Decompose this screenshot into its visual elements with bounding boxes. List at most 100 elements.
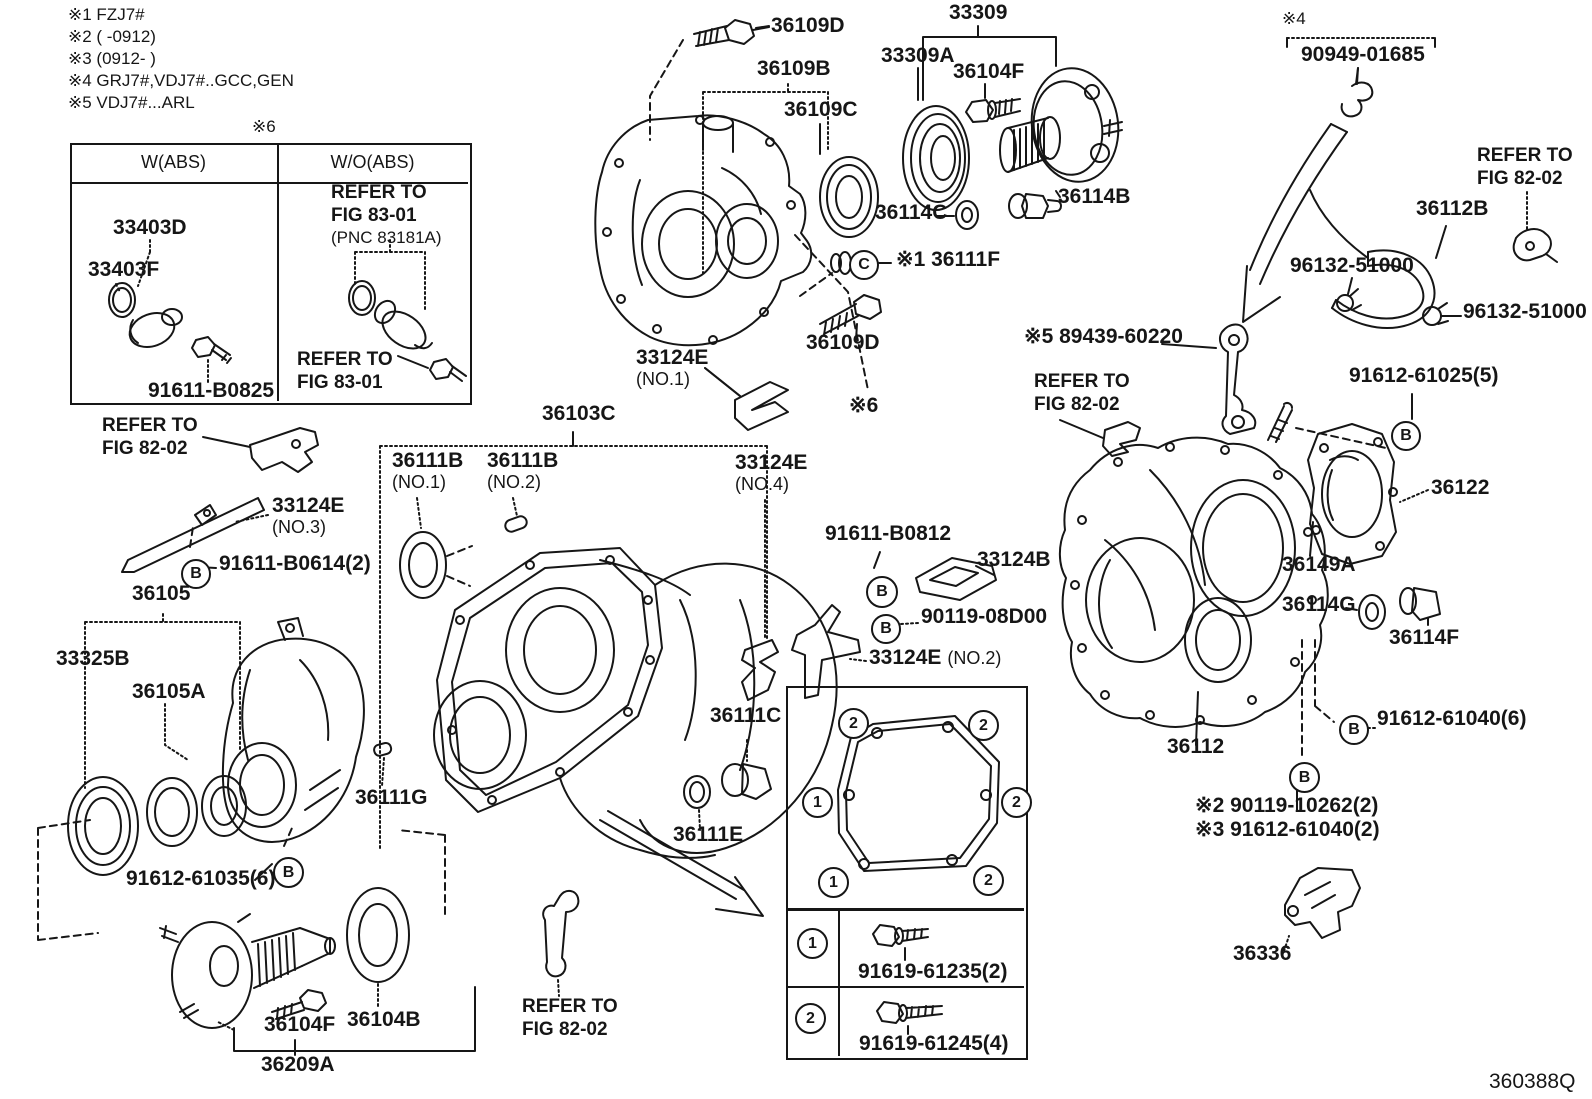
plate-33124b-art — [915, 557, 997, 601]
callout-b-2: B — [866, 576, 898, 608]
gasket-36122-art — [1307, 423, 1429, 565]
part-label-91611-b0812: 91611-B0812 — [825, 522, 952, 545]
part-label-91611-b0825: 91611-B0825 — [148, 379, 275, 402]
part-label-36112b: 36112B — [1416, 197, 1489, 220]
part-label-90949-01685: 90949-01685 — [1301, 43, 1425, 66]
part-label-36109d-a: 36109D — [771, 14, 845, 37]
hose-36112b-art — [1309, 189, 1462, 329]
part-label-36114f: 36114F — [1389, 626, 1460, 649]
part-label-33124e-no2: 33124E(NO.2) — [869, 646, 1002, 669]
abs-table-divider — [277, 143, 279, 401]
callout-b-1: B — [181, 559, 211, 589]
part-label-36114g: 36114G — [1282, 593, 1356, 616]
diagram-code: 360388Q — [1489, 1070, 1576, 1093]
ring-36114g-art — [1345, 587, 1441, 630]
part-label-36111c: 36111C — [710, 704, 782, 727]
note-1: ※1 FZJ7# — [68, 5, 145, 24]
ring-36114c-art — [936, 200, 979, 230]
note-2: ※2 ( -0912) — [68, 27, 156, 46]
part-label-33124e-no3: 33124E(NO.3) — [272, 494, 345, 538]
part-label-36336: 36336 — [1233, 942, 1292, 965]
part-label-36109c: 36109C — [784, 98, 858, 121]
part-label-36103c: 36103C — [542, 402, 616, 425]
front-case-art — [594, 114, 813, 347]
big-arrow-down-right — [599, 810, 764, 917]
note6-mark: ※6 — [849, 394, 879, 417]
part-label-33124e-no4: 33124E(NO.4) — [735, 451, 808, 495]
part-label-36105a: 36105A — [132, 680, 206, 703]
part-label-91612-61040-6: 91612-61040(6) — [1377, 707, 1527, 730]
part-label-36114c: 36114C — [875, 201, 948, 224]
bearing-33309a-art — [902, 105, 970, 211]
center-case-art — [379, 431, 838, 859]
part-label-90119-10262: ※2 90119-10262(2) — [1195, 794, 1379, 817]
note-5: ※5 VDJ7#...ARL — [68, 93, 195, 112]
part-label-33124e-no1: 33124E(NO.1) — [636, 346, 709, 390]
part-label-36111e: 36111E — [673, 823, 744, 846]
clip-90949-art — [1286, 37, 1436, 118]
part-label-36111f: ※1 36111F — [896, 248, 1001, 271]
part-label-36104f-top: 36104F — [953, 60, 1025, 83]
bracket-33309 — [917, 25, 1057, 101]
gasket-mark-3: 1 — [802, 787, 833, 818]
hub-33309-art — [999, 67, 1123, 183]
abs-table — [70, 143, 472, 405]
part-label-36114b: 36114B — [1058, 185, 1131, 208]
gasket-mark-2: 2 — [968, 710, 999, 741]
part-label-36112: 36112 — [1167, 735, 1225, 758]
abs-col-with: W(ABS) — [141, 152, 206, 172]
bracket-36336-art — [1283, 867, 1361, 952]
bolt-row1-part: 91619-61235(2) — [858, 960, 1008, 983]
bracket-refer-bottom-art — [542, 890, 580, 997]
part-label-33325b: 33325B — [56, 647, 130, 670]
pin-36111g-art — [373, 741, 393, 787]
part-label-96132-b: 96132-51000 — [1463, 300, 1587, 323]
bolt-row1-num: 1 — [797, 928, 828, 959]
gasket-mark-5: 1 — [818, 867, 849, 898]
callout-b-7: B — [1289, 762, 1320, 793]
callout-b-3: B — [871, 614, 901, 644]
abs-table-header-line — [70, 182, 468, 184]
seal-36109c-art — [819, 123, 879, 238]
left-case-art — [37, 613, 446, 941]
abs-table-mark: ※6 — [252, 117, 276, 136]
part-label-91612-61025: 91612-61025(5) — [1349, 364, 1499, 387]
part-label-91612-61040-2: ※3 91612-61040(2) — [1195, 818, 1380, 841]
part-label-33403d: 33403D — [113, 216, 187, 239]
big-arrow-down-left — [1242, 123, 1348, 323]
part-label-91612-61035: 91612-61035(6) — [126, 867, 276, 890]
part-label-36111g: 36111G — [355, 786, 428, 809]
part-label-33309a: 33309A — [881, 44, 955, 67]
plug-36114b-art — [1008, 190, 1062, 219]
gasket-panel-divider — [838, 908, 840, 1056]
callout-b-5: B — [1391, 421, 1421, 451]
callout-c-plug: C — [849, 250, 879, 280]
bracket-refer-midright-art — [1059, 419, 1141, 457]
gasket-panel-line2 — [786, 986, 1024, 988]
lever-89439-art — [1161, 323, 1257, 435]
flange-36209a-art — [159, 887, 476, 1056]
part-label-36105: 36105 — [132, 582, 191, 605]
callout-b-4: B — [273, 857, 304, 888]
bolt-row2-part: 91619-61245(4) — [859, 1032, 1009, 1055]
note-4: ※4 GRJ7#,VDJ7#..GCC,GEN — [68, 71, 294, 90]
gasket-panel — [786, 686, 1028, 1060]
part-label-36111b-no2: 36111B(NO.2) — [487, 449, 559, 493]
part-label-36122: 36122 — [1431, 476, 1490, 499]
part-label-96132-a: 96132-51000 — [1290, 254, 1414, 277]
note4-mark: ※4 — [1282, 9, 1306, 28]
bracket-refer-topleft-art — [202, 427, 319, 473]
gasket-mark-4: 2 — [1001, 787, 1032, 818]
part-label-36149a: 36149A — [1282, 553, 1356, 576]
bracket-33124e-no4-art — [741, 499, 779, 701]
callout-b-6: B — [1339, 715, 1369, 745]
note-3: ※3 (0912- ) — [68, 49, 156, 68]
gasket-panel-line1 — [786, 908, 1024, 911]
abs-col-without: W/O(ABS) — [330, 152, 415, 172]
